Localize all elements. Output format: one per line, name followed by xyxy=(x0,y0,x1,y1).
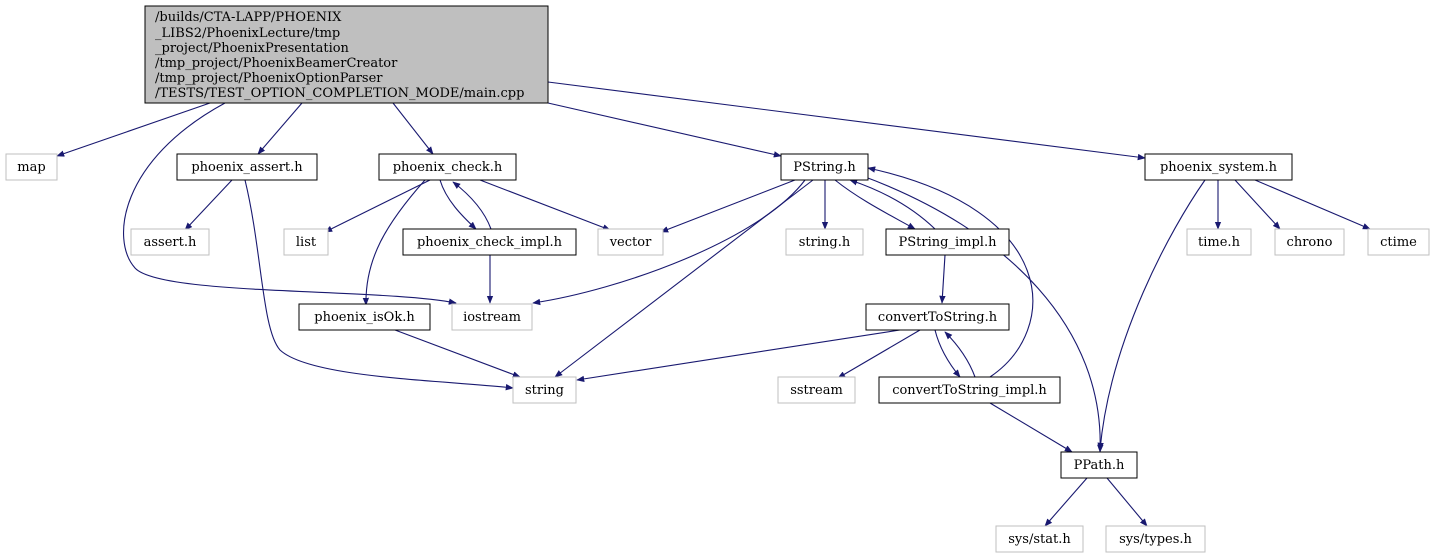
edge-convertimpl-ppath xyxy=(989,402,1073,453)
edge-pstringimpl-convert xyxy=(939,254,946,304)
edge-main-iostream xyxy=(123,102,457,305)
node-vector[interactable]: vector xyxy=(597,228,664,256)
node-ctime-label: ctime xyxy=(1380,235,1417,250)
edge-check-isok xyxy=(362,179,426,306)
node-phoenix-check-impl[interactable]: phoenix_check_impl.h xyxy=(402,228,577,256)
node-map[interactable]: map xyxy=(5,153,58,181)
node-phoenix-system[interactable]: phoenix_system.h xyxy=(1144,153,1293,181)
node-string[interactable]: string xyxy=(512,376,577,404)
node-phoenix-system-label: phoenix_system.h xyxy=(1160,160,1278,175)
edge-pstring-vector xyxy=(660,179,796,233)
node-sstream-label: sstream xyxy=(790,383,843,398)
edge-main-map xyxy=(56,102,211,157)
node-sys-stat-label: sys/stat.h xyxy=(1008,532,1071,547)
node-map-label: map xyxy=(17,160,45,175)
node-converttostring[interactable]: convertToString.h xyxy=(865,303,1010,331)
node-phoenix-check-label: phoenix_check.h xyxy=(393,160,503,175)
node-ppath-label: PPath.h xyxy=(1074,458,1125,473)
node-ppath[interactable]: PPath.h xyxy=(1060,451,1138,479)
node-main-line-5: /tmp_project/PhoenixOptionParser xyxy=(155,71,383,86)
node-vector-label: vector xyxy=(609,235,652,250)
edge-isok-string xyxy=(394,329,521,378)
node-time-h[interactable]: time.h xyxy=(1186,228,1252,256)
edge-convert-string xyxy=(576,329,901,383)
node-pstring-impl-label: PString_impl.h xyxy=(899,235,998,250)
node-converttostring-impl-label: convertToString_impl.h xyxy=(892,383,1047,398)
node-pstring-label: PString.h xyxy=(793,160,856,175)
node-main-cpp[interactable]: /builds/CTA-LAPP/PHOENIX _LIBS2/PhoenixL… xyxy=(144,5,549,104)
node-phoenix-assert[interactable]: phoenix_assert.h xyxy=(176,153,318,181)
edge-assert-string xyxy=(244,179,514,391)
nodes: /builds/CTA-LAPP/PHOENIX _LIBS2/PhoenixL… xyxy=(5,5,1430,553)
edge-main-phoenix-system xyxy=(547,81,1146,161)
edge-convert-sstream xyxy=(837,329,921,379)
node-iostream-label: iostream xyxy=(463,310,521,325)
node-phoenix-isok[interactable]: phoenix_isOk.h xyxy=(298,303,431,331)
node-phoenix-assert-label: phoenix_assert.h xyxy=(191,160,303,175)
node-main-line-2: _LIBS2/PhoenixLecture/tmp xyxy=(155,26,340,41)
node-chrono[interactable]: chrono xyxy=(1274,228,1345,256)
node-sstream[interactable]: sstream xyxy=(777,376,856,404)
node-time-h-label: time.h xyxy=(1198,235,1241,250)
edge-pstring-pstringimpl xyxy=(834,179,916,230)
edge-system-ppath xyxy=(1097,179,1206,451)
edge-assert-asserth xyxy=(184,179,233,231)
node-string-h[interactable]: string.h xyxy=(785,228,864,256)
edge-main-phoenix-check xyxy=(392,102,434,155)
edge-convertimpl-pstring xyxy=(867,166,1034,378)
node-converttostring-label: convertToString.h xyxy=(878,310,998,325)
node-phoenix-check[interactable]: phoenix_check.h xyxy=(378,153,517,181)
node-ctime[interactable]: ctime xyxy=(1367,228,1430,256)
node-list[interactable]: list xyxy=(283,228,329,256)
node-string-label: string xyxy=(525,383,564,398)
edge-ppath-systypes xyxy=(1106,477,1148,527)
node-sys-types[interactable]: sys/types.h xyxy=(1105,525,1206,553)
node-chrono-label: chrono xyxy=(1287,235,1333,250)
node-main-line-1: /builds/CTA-LAPP/PHOENIX xyxy=(155,10,342,25)
node-main-line-4: /tmp_project/PhoenixBeamerCreator xyxy=(155,56,398,71)
edge-main-pstring xyxy=(547,102,782,158)
edge-ppath-sysstat xyxy=(1044,477,1088,527)
node-sys-types-label: sys/types.h xyxy=(1119,532,1192,547)
node-converttostring-impl[interactable]: convertToString_impl.h xyxy=(878,376,1061,404)
node-iostream[interactable]: iostream xyxy=(451,303,533,331)
node-pstring-impl[interactable]: PString_impl.h xyxy=(885,228,1010,256)
node-sys-stat[interactable]: sys/stat.h xyxy=(995,525,1084,553)
edge-pstringimpl-pstring xyxy=(849,179,936,230)
edge-system-chrono xyxy=(1234,179,1281,230)
edge-main-phoenix-assert xyxy=(257,102,303,155)
edge-check-list xyxy=(324,179,431,233)
edge-pstring-ppath xyxy=(859,174,1104,453)
edge-system-ctime xyxy=(1254,179,1371,230)
edge-convertimpl-convert xyxy=(944,331,976,378)
edge-pstring-string xyxy=(554,179,814,378)
edge-check-impl xyxy=(439,179,477,230)
node-main-line-6: /TESTS/TEST_OPTION_COMPLETION_MODE/main.… xyxy=(155,86,524,101)
edge-check-vector xyxy=(479,179,611,231)
node-pstring[interactable]: PString.h xyxy=(780,153,869,181)
edges xyxy=(56,81,1371,527)
node-phoenix-check-impl-label: phoenix_check_impl.h xyxy=(417,235,563,250)
node-phoenix-isok-label: phoenix_isOk.h xyxy=(314,310,415,325)
node-main-line-3: _project/PhoenixPresentation xyxy=(155,41,350,56)
node-assert-h-label: assert.h xyxy=(144,235,197,250)
node-list-label: list xyxy=(296,235,317,250)
node-string-h-label: string.h xyxy=(799,235,851,250)
node-assert-h[interactable]: assert.h xyxy=(130,228,210,256)
edge-convert-convertimpl xyxy=(934,329,961,378)
edge-impl-check xyxy=(452,181,492,230)
